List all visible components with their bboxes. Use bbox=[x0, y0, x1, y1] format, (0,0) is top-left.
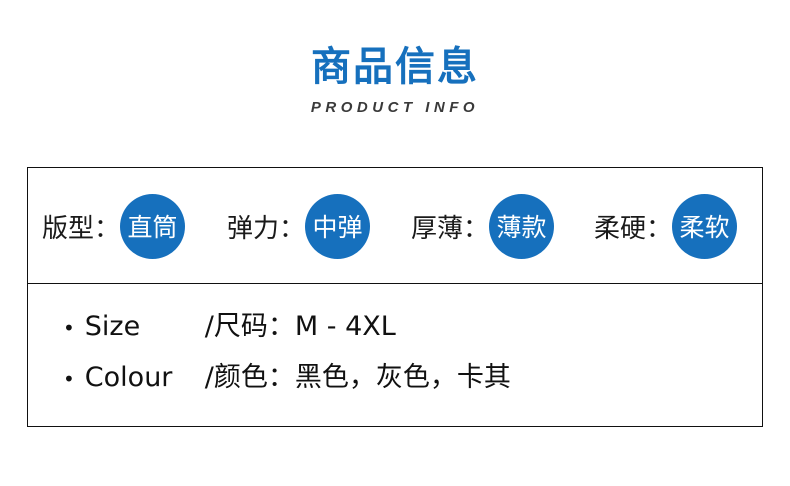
product-info-box: 版型： 直筒 弹力： 中弹 厚薄： 薄款 柔硬： 柔软 • Size /尺码：M… bbox=[27, 167, 763, 427]
bullet-icon: • bbox=[63, 316, 75, 340]
attribute-group-thickness: 厚薄： 薄款 bbox=[411, 168, 555, 284]
spec-key-colour: Colour bbox=[84, 362, 173, 393]
attribute-bubble-thickness: 薄款 bbox=[489, 193, 555, 259]
spec-item-size: • Size /尺码：M - 4XL bbox=[28, 304, 762, 343]
page-header: 商品信息 PRODUCT INFO bbox=[0, 0, 790, 116]
attribute-label-softness: 柔硬： bbox=[594, 213, 673, 244]
spec-list: • Size /尺码：M - 4XL • Colour /颜色：黑色，灰色，卡其 bbox=[28, 284, 762, 394]
attribute-label-fit: 版型： bbox=[42, 213, 121, 244]
bullet-icon: • bbox=[63, 367, 75, 391]
attribute-label-thickness: 厚薄： bbox=[411, 213, 490, 244]
spec-key-size: Size bbox=[84, 311, 141, 342]
attribute-group-elasticity: 弹力： 中弹 bbox=[227, 168, 371, 284]
page-title: 商品信息 bbox=[311, 44, 479, 90]
attribute-bubble-elasticity: 中弹 bbox=[305, 193, 371, 259]
spec-item-colour: • Colour /颜色：黑色，灰色，卡其 bbox=[28, 355, 762, 394]
attribute-bubble-softness: 柔软 bbox=[672, 193, 738, 259]
attribute-group-fit: 版型： 直筒 bbox=[42, 168, 186, 284]
page-subtitle: PRODUCT INFO bbox=[310, 99, 480, 116]
attribute-row: 版型： 直筒 弹力： 中弹 厚薄： 薄款 柔硬： 柔软 bbox=[28, 168, 762, 284]
attribute-group-softness: 柔硬： 柔软 bbox=[594, 168, 738, 284]
attribute-label-elasticity: 弹力： bbox=[227, 213, 306, 244]
attribute-bubble-fit: 直筒 bbox=[120, 193, 186, 259]
spec-value-colour: /颜色：黑色，灰色，卡其 bbox=[204, 362, 511, 393]
spec-value-size: /尺码：M - 4XL bbox=[204, 311, 396, 342]
